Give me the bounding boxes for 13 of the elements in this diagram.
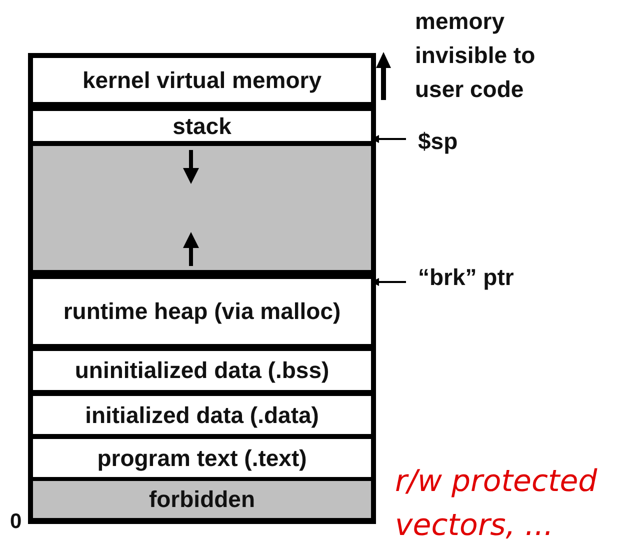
address-label: 0 xyxy=(10,510,23,534)
pointer-label: “brk” ptr xyxy=(418,264,514,291)
memory-segment: stack xyxy=(33,111,371,141)
pointer-label: $sp xyxy=(418,128,458,155)
memory-segment: uninitialized data (.bss) xyxy=(33,351,371,390)
memory-segment: initialized data (.data) xyxy=(33,396,371,434)
free-memory-gap xyxy=(33,146,371,270)
handwritten-note: r/w protected vectors, ... xyxy=(395,463,598,545)
memory-segment: program text (.text) xyxy=(33,439,371,477)
memory-segment: forbidden xyxy=(33,481,371,518)
note-text: memory invisible to user code xyxy=(415,7,536,104)
memory-segment: kernel virtual memory xyxy=(33,58,371,102)
memory-segment: runtime heap (via malloc) xyxy=(33,279,371,344)
